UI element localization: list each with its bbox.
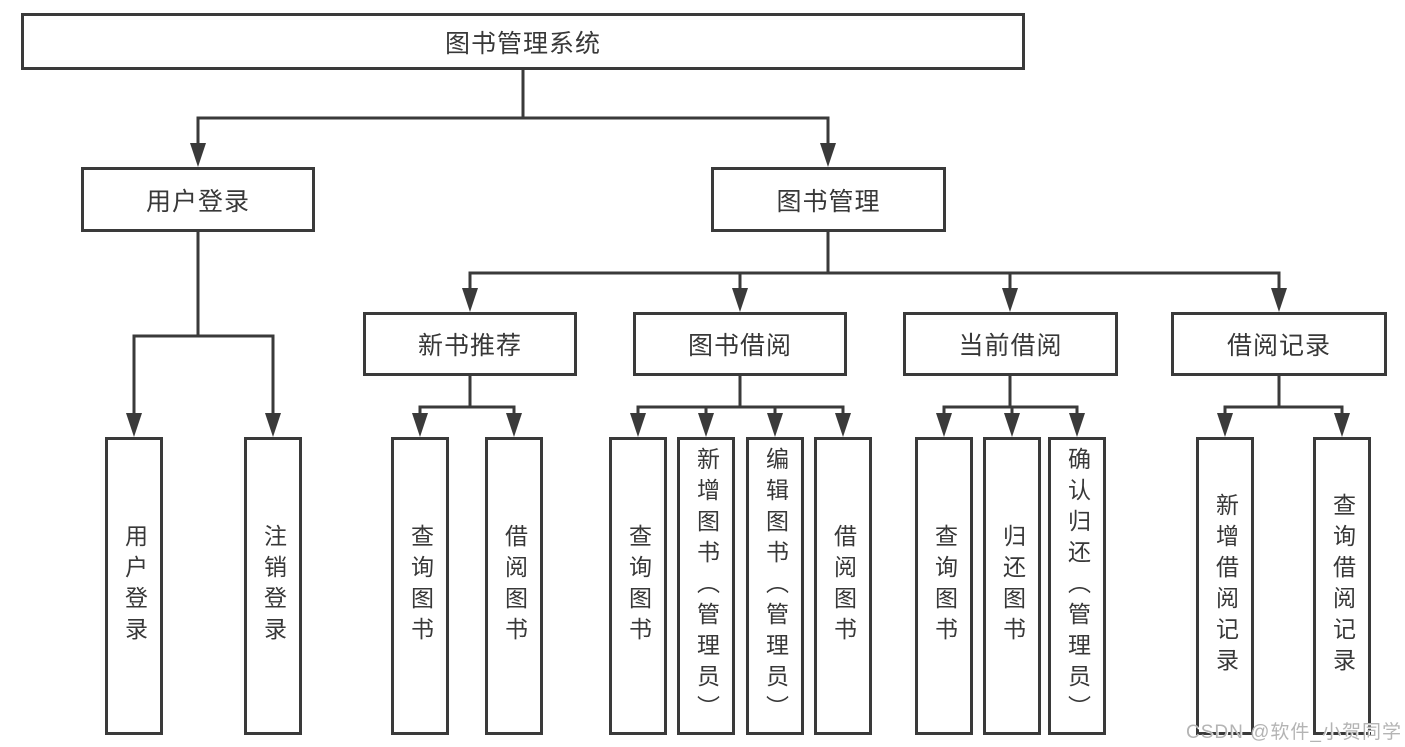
node-user-login: 用户登录 (81, 167, 315, 232)
leaf-query-books-1: 查询图书 (391, 437, 449, 735)
node-current-borrow: 当前借阅 (903, 312, 1118, 376)
leaf-query-books-2-label: 查询图书 (625, 524, 652, 648)
leaf-edit-books-admin: 编辑图书（管理员） (746, 437, 804, 735)
node-book-management: 图书管理 (711, 167, 946, 232)
connector-borrow-records-to-leaves (1217, 376, 1350, 437)
leaf-add-borrow-record: 新增借阅记录 (1196, 437, 1254, 735)
leaf-edit-books-admin-label: 编辑图书（管理员） (762, 446, 789, 726)
leaf-borrow-books-2-label: 借阅图书 (830, 524, 857, 648)
leaf-add-books-admin-label: 新增图书（管理员） (693, 446, 720, 726)
node-book-borrow: 图书借阅 (633, 312, 847, 376)
leaf-borrow-books-2: 借阅图书 (814, 437, 872, 735)
leaf-query-books-1-label: 查询图书 (407, 524, 434, 648)
connector-root-to-level2 (190, 70, 836, 167)
leaf-confirm-return-admin: 确认归还（管理员） (1048, 437, 1106, 735)
leaf-confirm-return-admin-label: 确认归还（管理员） (1064, 446, 1091, 726)
leaf-query-borrow-record-label: 查询借阅记录 (1329, 493, 1356, 679)
connector-current-borrow-to-leaves (936, 376, 1085, 437)
leaf-return-books-label: 归还图书 (999, 524, 1026, 648)
connector-new-book-rec-to-leaves (412, 376, 522, 437)
node-root-system: 图书管理系统 (21, 13, 1025, 70)
connector-book-mgmt-to-level3 (462, 232, 1287, 312)
node-borrow-records: 借阅记录 (1171, 312, 1387, 376)
connector-user-login-to-leaves (126, 232, 281, 437)
leaf-logout-label: 注销登录 (260, 524, 287, 648)
leaf-user-login-label: 用户登录 (121, 524, 148, 648)
leaf-user-login: 用户登录 (105, 437, 163, 735)
connector-book-borrow-to-leaves (630, 376, 851, 437)
leaf-add-books-admin: 新增图书（管理员） (677, 437, 735, 735)
leaf-query-books-3: 查询图书 (915, 437, 973, 735)
leaf-query-borrow-record: 查询借阅记录 (1313, 437, 1371, 735)
leaf-logout: 注销登录 (244, 437, 302, 735)
leaf-query-books-2: 查询图书 (609, 437, 667, 735)
leaf-borrow-books-1-label: 借阅图书 (501, 524, 528, 648)
leaf-return-books: 归还图书 (983, 437, 1041, 735)
watermark: CSDN @软件_小贺同学 (1186, 722, 1402, 743)
node-new-book-recommend: 新书推荐 (363, 312, 577, 376)
leaf-add-borrow-record-label: 新增借阅记录 (1212, 493, 1239, 679)
leaf-query-books-3-label: 查询图书 (931, 524, 958, 648)
leaf-borrow-books-1: 借阅图书 (485, 437, 543, 735)
